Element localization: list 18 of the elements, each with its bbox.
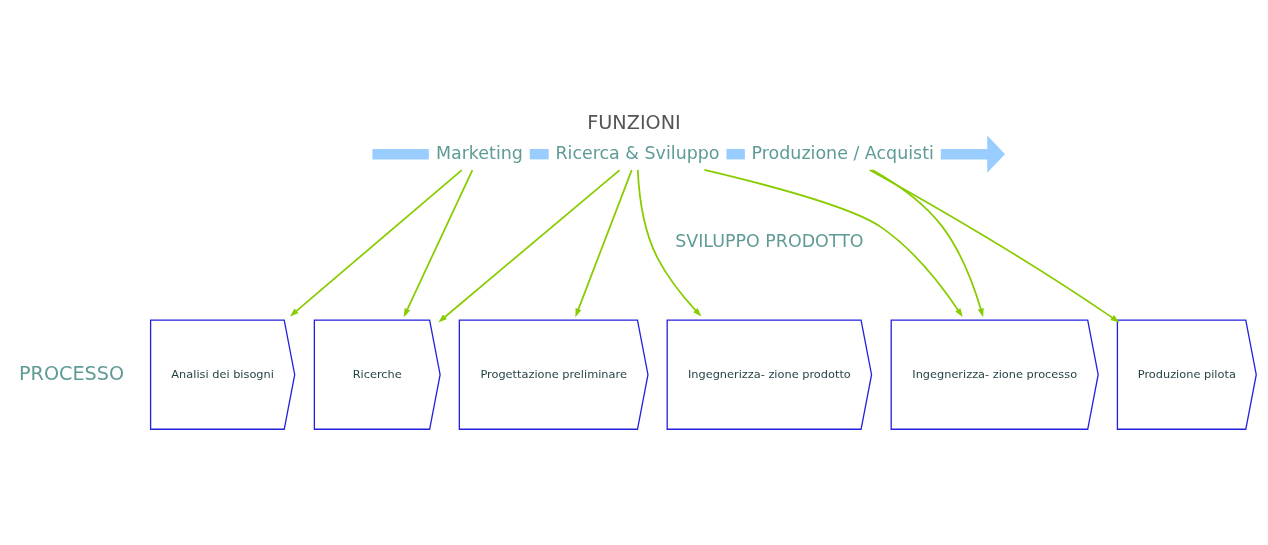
node-text: Ricerca & Sviluppo bbox=[555, 142, 720, 163]
arrow bbox=[403, 169, 474, 318]
arrow bbox=[703, 169, 963, 318]
arrow bbox=[940, 135, 1005, 173]
connector bbox=[529, 148, 549, 160]
connector bbox=[726, 148, 745, 160]
connector bbox=[372, 148, 429, 160]
arrow bbox=[636, 169, 702, 317]
arrow bbox=[871, 169, 984, 318]
arrow bbox=[575, 169, 633, 318]
arrow bbox=[289, 169, 463, 317]
node-text: Marketing bbox=[435, 142, 523, 163]
label: PROCESSO bbox=[19, 361, 125, 385]
node-text: Produzione / Acquisti bbox=[751, 142, 934, 163]
diagram-title: FUNZIONI bbox=[587, 111, 681, 135]
arrow bbox=[438, 169, 621, 323]
arrow bbox=[868, 169, 1120, 323]
label: SVILUPPO PRODOTTO bbox=[675, 230, 864, 251]
